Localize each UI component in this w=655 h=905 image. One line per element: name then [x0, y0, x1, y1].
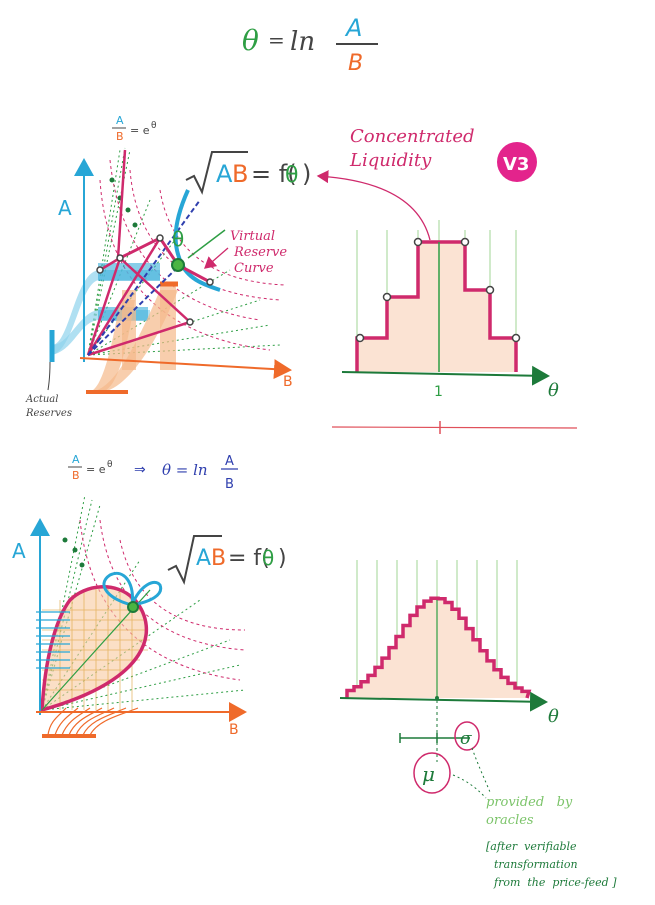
- bl-teardrop-outline: [40, 585, 149, 713]
- top-left-diagram: A B = e θ: [25, 114, 311, 419]
- bl-result-num: A: [225, 454, 234, 469]
- tr-step-fill: [357, 242, 516, 372]
- br-theta-axis: [339, 691, 548, 712]
- br-mu-link: [452, 774, 487, 799]
- header-formula: θ = ln A B: [242, 14, 378, 76]
- tl-sqrt-a: A: [216, 160, 233, 188]
- header-numerator: A: [344, 14, 362, 42]
- bl-sqrt-a: A: [196, 546, 211, 571]
- tl-actual-pointer: [47, 361, 51, 391]
- tr-tick-1: 1: [434, 384, 443, 400]
- bl-ratio-den: B: [72, 469, 80, 482]
- tl-virtual-label-1: Virtual: [230, 229, 275, 244]
- br-bell-steps: [345, 596, 532, 699]
- br-mean-dot: [435, 696, 439, 700]
- tl-theta-line: [187, 229, 226, 259]
- tl-current-point: [171, 258, 185, 272]
- tr-red-line: [331, 426, 578, 429]
- bl-f-close: ): [278, 546, 287, 571]
- tl-points: [96, 234, 214, 326]
- br-mu: μ: [422, 762, 435, 786]
- br-note-2: transformation: [494, 858, 578, 871]
- tl-ratio-rhs: = e: [130, 124, 150, 137]
- bl-orange-fan: [47, 707, 139, 736]
- tr-step-points: [355, 237, 521, 343]
- tl-virtual-arrow: [204, 247, 229, 269]
- bl-result-den: B: [225, 477, 234, 492]
- br-oracle-2: oracles: [486, 813, 534, 828]
- bl-result-lhs: θ = ln: [162, 461, 208, 479]
- v3-logo: V3: [497, 142, 537, 182]
- tr-step-line: [355, 240, 518, 372]
- tl-ratio-exp: θ: [151, 121, 157, 131]
- tl-theta-label: θ: [172, 227, 184, 251]
- header-ln: ln: [290, 27, 315, 57]
- tl-actual-label-2: Reserves: [25, 408, 72, 419]
- bl-grid: [42, 588, 150, 710]
- br-mu-circle: [413, 752, 451, 794]
- bl-implies: ⇒: [134, 462, 146, 478]
- tl-sqrt-b: B: [232, 160, 248, 188]
- tr-title-2: Liquidity: [349, 150, 432, 171]
- tr-theta-axis: [341, 365, 550, 386]
- header-theta: θ: [242, 24, 259, 57]
- br-note-1: [after verifiable: [486, 840, 577, 853]
- tl-virtual-label-3: Curve: [234, 261, 274, 276]
- tr-pointer-arrow: [316, 170, 431, 241]
- br-sigma: σ: [460, 729, 472, 749]
- tl-magenta-chords: [86, 149, 191, 357]
- bl-ratio-rhs: = e: [86, 463, 106, 476]
- tl-f-theta: θ: [285, 163, 298, 188]
- bl-current-point: [127, 601, 139, 613]
- bl-green-dots: [62, 537, 85, 568]
- br-bell-fill: [347, 598, 529, 698]
- br-sigma-link: [471, 747, 491, 793]
- tl-blue-rays: [87, 199, 201, 356]
- bl-sqrt-formula: A B = f( θ ): [167, 535, 287, 585]
- br-sigma-circle: [454, 721, 480, 751]
- tl-axis-a-label: A: [58, 196, 72, 220]
- tr-axis-theta: θ: [548, 380, 559, 401]
- tl-axis-b: [79, 357, 292, 380]
- bl-f-of: = f(: [228, 546, 270, 571]
- header-equals: =: [268, 28, 285, 52]
- tr-title-1: Concentrated: [350, 126, 475, 147]
- bl-axis-b-label: B: [229, 722, 239, 738]
- tl-sqrt-formula: A B = f( θ ): [185, 151, 311, 195]
- bottom-left-diagram: A B = e θ ⇒ θ = ln A B: [12, 453, 287, 738]
- tl-f-of: = f(: [251, 160, 297, 188]
- tl-virtual-label-2: Reserve: [233, 245, 287, 260]
- bl-sqrt-b: B: [211, 546, 226, 571]
- tl-ratio-den: B: [116, 130, 124, 143]
- header-denominator: B: [348, 51, 363, 76]
- br-oracle-1: provided by: [486, 795, 573, 810]
- br-axis-theta: θ: [548, 706, 559, 727]
- bl-f-theta: θ: [262, 546, 274, 570]
- bl-ratio-exp: θ: [107, 460, 113, 470]
- tl-f-close: ): [302, 160, 311, 188]
- bl-ratio-num: A: [72, 453, 80, 466]
- bottom-right-diagram: θ σ μ provided by oracles [after verifia…: [339, 560, 617, 889]
- v3-logo-text: V3: [503, 154, 529, 175]
- bl-blue-bars: [36, 611, 70, 669]
- tl-ratio-num: A: [116, 114, 124, 127]
- tl-actual-label-1: Actual: [25, 394, 58, 405]
- bl-axis-a-label: A: [12, 539, 26, 563]
- top-right-diagram: Concentrated Liquidity V3 1 θ: [316, 126, 578, 434]
- br-note-3: from the price-feed ]: [493, 876, 617, 889]
- tl-magenta-step: [119, 236, 211, 284]
- tl-axis-b-label: B: [283, 374, 293, 390]
